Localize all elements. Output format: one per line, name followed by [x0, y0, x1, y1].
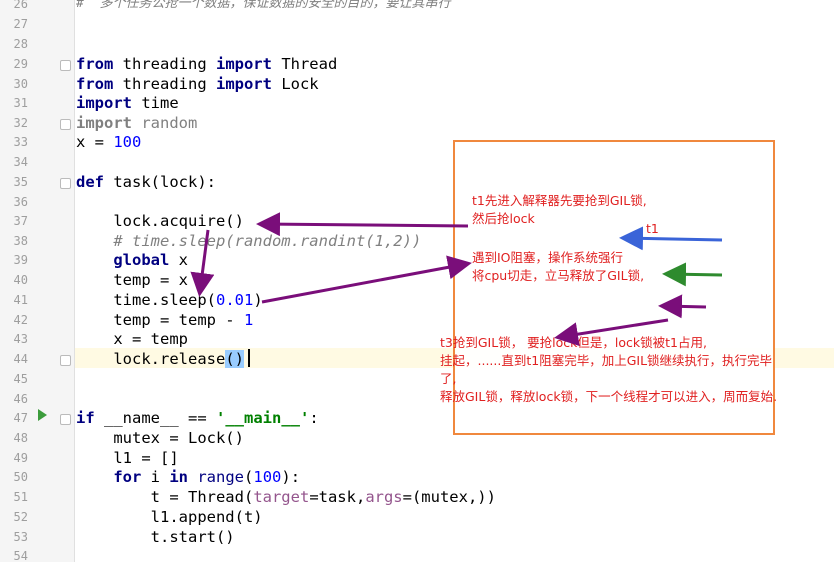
code-line-32: import random	[76, 114, 198, 132]
code-line-30: from threading import Lock	[76, 75, 319, 93]
run-play-icon[interactable]	[38, 409, 47, 421]
code-line-53: t.start()	[76, 528, 235, 546]
line-number: 50	[13, 470, 28, 484]
text-cursor	[248, 349, 250, 367]
line-number: 26	[13, 0, 28, 11]
code-line-47: if __name__ == '__main__':	[76, 409, 319, 427]
note-io-block: 遇到IO阻塞，操作系统强行 将cpu切走，立马释放了GIL锁,	[472, 250, 645, 283]
line-number: 42	[13, 313, 28, 327]
line-number: 47	[13, 411, 28, 425]
code-line-40: temp = x	[76, 271, 188, 289]
code-line-39: global x	[113, 251, 188, 269]
code-line-48: mutex = Lock()	[76, 429, 244, 447]
line-number: 27	[13, 17, 28, 31]
code-line-37: lock.acquire()	[76, 212, 244, 230]
note-t1-label: t1	[646, 221, 659, 236]
code-line-29: from threading import Thread	[76, 55, 338, 73]
line-number: 29	[13, 57, 28, 71]
code-line-49: l1 = []	[76, 449, 179, 467]
line-number: 45	[13, 372, 28, 386]
line-number: 39	[13, 253, 28, 267]
comment-text: # 多个任务公抢一个数据，保证数据的安全的目的，要让其串行	[76, 0, 451, 11]
editor-gutter	[0, 0, 74, 562]
line-number: 44	[13, 352, 28, 366]
code-line-50: for i in range(100):	[113, 468, 301, 486]
line-number: 54	[13, 549, 28, 563]
code-line-38: # time.sleep(random.randint(1,2))	[113, 232, 422, 250]
note-gil-first: t1先进入解释器先要抢到GIL锁, 然后抢lock	[472, 193, 647, 226]
line-number: 30	[13, 77, 28, 91]
line-number: 33	[13, 135, 28, 149]
line-number: 51	[13, 490, 28, 504]
line-number: 37	[13, 214, 28, 228]
code-line-35: def task(lock):	[76, 173, 216, 191]
code-line-42: temp = temp - 1	[76, 311, 254, 329]
code-line-33: x = 100	[76, 133, 142, 151]
fold-marker-icon[interactable]	[60, 355, 71, 366]
fold-marker-icon[interactable]	[60, 60, 71, 71]
line-number: 48	[13, 431, 28, 445]
code-line-52: l1.append(t)	[76, 508, 263, 526]
code-line-51: t = Thread(target=task,args=(mutex,))	[76, 488, 496, 506]
fold-marker-icon[interactable]	[60, 178, 71, 189]
code-line-26: # 多个任务公抢一个数据，保证数据的安全的目的，要让其串行	[76, 0, 450, 14]
annotation-box	[453, 140, 775, 435]
line-number: 53	[13, 530, 28, 544]
fold-marker-icon[interactable]	[60, 119, 71, 130]
arrow-to-acquire	[256, 212, 469, 237]
line-number: 41	[13, 293, 28, 307]
line-number: 43	[13, 332, 28, 346]
line-number: 46	[13, 392, 28, 406]
gutter-divider	[74, 0, 75, 562]
line-number: 32	[13, 116, 28, 130]
arrow-to-sleep	[261, 255, 472, 304]
line-number: 35	[13, 175, 28, 189]
line-number: 28	[13, 37, 28, 51]
line-number: 40	[13, 273, 28, 287]
line-number: 31	[13, 96, 28, 110]
line-number: 34	[13, 155, 28, 169]
code-line-43: x = temp	[76, 330, 188, 348]
fold-marker-icon[interactable]	[60, 414, 71, 425]
line-number: 38	[13, 234, 28, 248]
line-number: 52	[13, 510, 28, 524]
line-number: 36	[13, 195, 28, 209]
code-line-44: lock.release()	[76, 350, 244, 368]
line-number: 49	[13, 451, 28, 465]
code-line-31: import time	[76, 94, 179, 112]
code-line-41: time.sleep(0.01)	[76, 291, 263, 309]
note-t3: t3抢到GIL锁， 要抢lock但是，lock锁被t1占用, 挂起，......…	[440, 335, 778, 404]
